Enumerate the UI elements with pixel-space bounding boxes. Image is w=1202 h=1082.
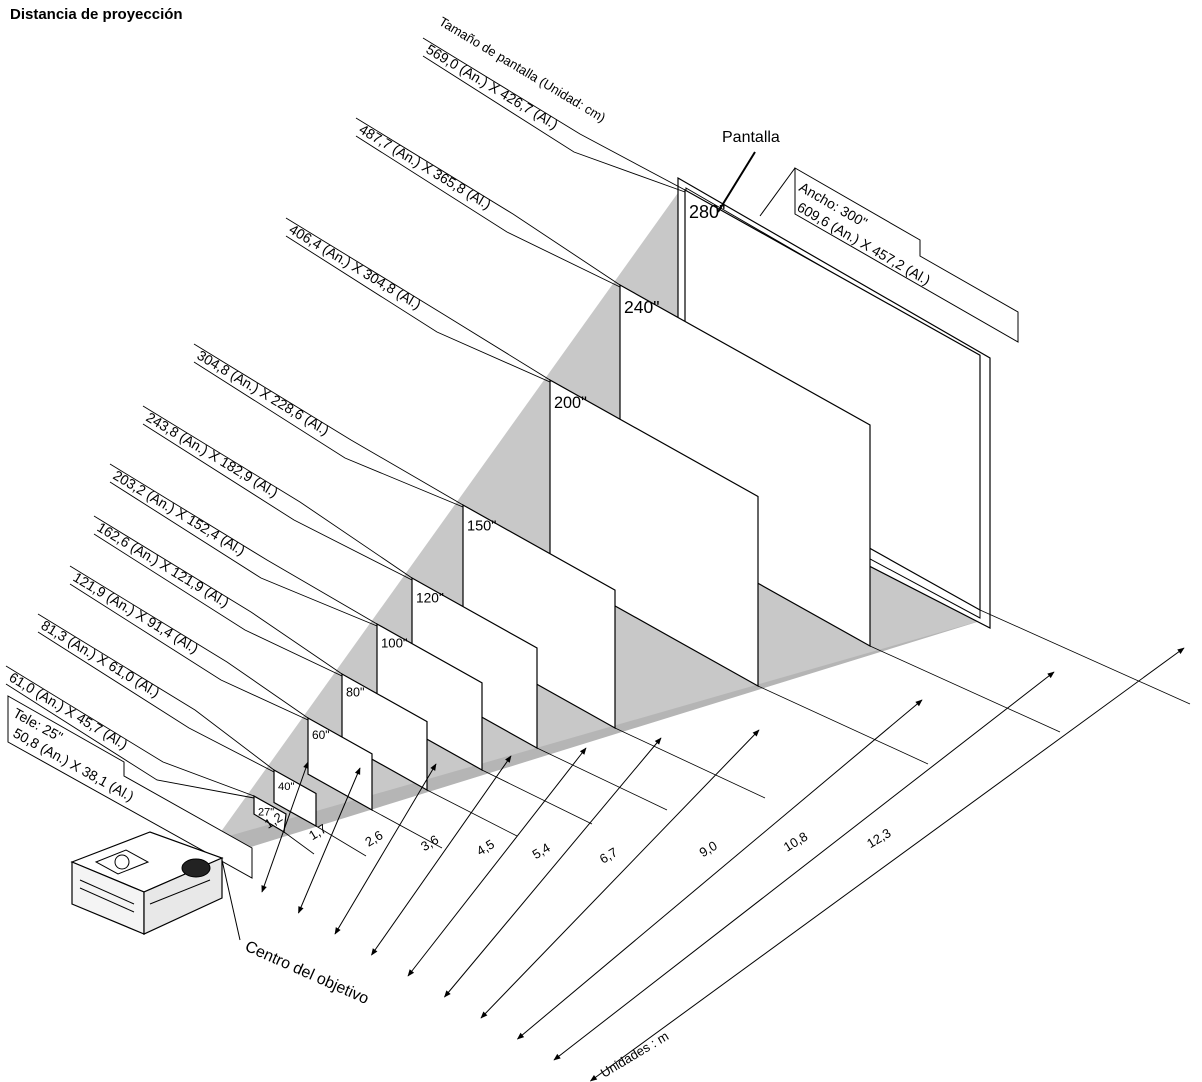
screen-dims-label-6: 304,8 (An.) X 228,6 (Al.): [194, 347, 332, 438]
screen-size-label-8: 240": [624, 297, 659, 317]
dims-leader-lower-7: [285, 235, 551, 383]
dims-leader-lower-9: [422, 55, 686, 193]
distance-label-8: 10,8: [781, 829, 810, 855]
dims-leader-9: [422, 37, 686, 191]
dims-leader-lower-4: [109, 481, 378, 627]
dims-leader-0: [5, 665, 255, 797]
dims-leader-lower-0: [5, 683, 255, 799]
screen-size-label-6: 150": [467, 519, 496, 535]
distance-label-5: 5,4: [530, 840, 553, 862]
distance-guide-6: [614, 727, 766, 799]
dims-leader-4: [109, 463, 378, 625]
distance-guide-3: [426, 789, 518, 837]
dims-leader-lower-1: [37, 631, 275, 773]
screen-size-label-7: 200": [554, 394, 587, 412]
dims-leader-lower-8: [355, 135, 621, 288]
distance-label-9: 12,3: [864, 825, 893, 851]
screen-label-pointer: [717, 151, 756, 213]
dims-leader-lower-6: [193, 361, 464, 508]
dims-leader-lower-2: [69, 583, 309, 721]
dims-leader-lower-5: [142, 423, 413, 581]
screen-dims-label-8: 487,7 (An.) X 365,8 (Al.): [356, 121, 494, 212]
page-title: Distancia de proyección: [10, 6, 183, 23]
screen-size-label-4: 100": [381, 635, 408, 650]
dims-leader-3: [93, 515, 343, 675]
tele-label-box: [7, 695, 253, 879]
screen-size-label-5: 120": [416, 590, 444, 605]
distance-arrow-7: [516, 699, 923, 1040]
units-label: Unidades : m: [598, 1028, 671, 1080]
screen-dims-label-1: 81,3 (An.) X 61,0 (Al.): [38, 617, 162, 700]
dims-leader-1: [37, 613, 275, 771]
distance-arrow-9: [589, 647, 1185, 1082]
screen-dims-label-7: 406,4 (An.) X 304,8 (Al.): [286, 221, 424, 312]
lens-center-leader: [221, 859, 241, 941]
screen-size-label-9: 280": [689, 202, 725, 222]
projector: [70, 831, 224, 935]
screen-label: Pantalla: [722, 129, 780, 146]
dims-leader-lower-3: [93, 533, 343, 677]
distance-arrow-6: [480, 729, 760, 1019]
dims-leader-8: [355, 117, 621, 286]
dims-leader-7: [285, 217, 551, 381]
wide-label-box: [794, 167, 1019, 343]
lens-center-label: Centro del objetivo: [242, 938, 371, 1008]
wide-label-leader: [759, 167, 796, 217]
screen-size-label-1: 40": [278, 781, 295, 793]
screen-size-label-2: 60": [312, 728, 329, 742]
distance-guide-9: [979, 609, 1191, 705]
distance-guide-4: [481, 769, 593, 825]
screen-dims-label-5: 243,8 (An.) X 182,9 (Al.): [143, 409, 281, 500]
distance-label-3: 3,6: [418, 832, 441, 854]
distance-guide-5: [536, 747, 668, 811]
screen-size-label-3: 80": [346, 685, 364, 699]
distance-guide-7: [757, 685, 929, 765]
distance-label-2: 2,6: [362, 827, 385, 849]
distance-label-7: 9,0: [697, 838, 720, 860]
dims-leader-6: [193, 343, 464, 506]
distance-arrow-8: [553, 671, 1055, 1061]
distance-label-4: 4,5: [474, 836, 497, 858]
distance-label-6: 6,7: [597, 844, 620, 866]
dims-leader-5: [142, 405, 413, 579]
dims-leader-2: [69, 565, 309, 719]
